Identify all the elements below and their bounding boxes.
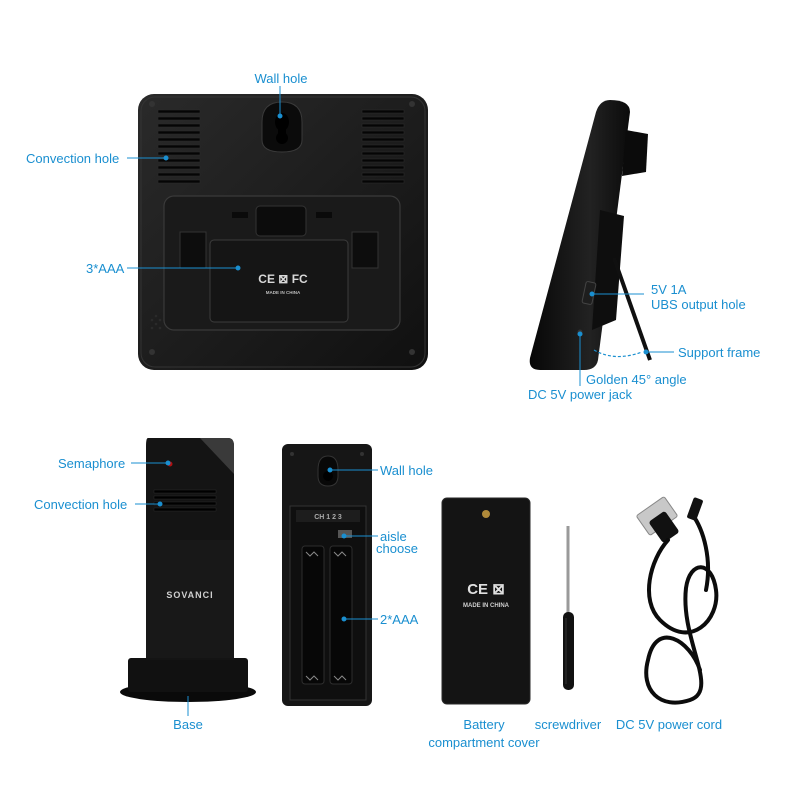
label-support-frame: Support frame [678, 345, 761, 360]
battery-slot-2 [329, 545, 353, 685]
sensor-top-accent [200, 438, 234, 474]
label-aisle-line1: aisle [380, 529, 407, 544]
support-frame-leg [612, 257, 652, 361]
battery-slot-1 [301, 545, 325, 685]
label-cover-line1: Battery [463, 717, 505, 732]
cover-screw-icon [482, 510, 490, 518]
speaker-dots [150, 314, 162, 330]
sensor-vent [153, 489, 217, 512]
screwdriver-handle [563, 612, 574, 690]
side-stand-hinge [592, 210, 624, 330]
label-wall-hole-bottom: Wall hole [380, 463, 433, 478]
main-unit-side [529, 100, 652, 370]
screw-icon [360, 452, 364, 456]
stand-latch [255, 205, 307, 237]
main-unit-back: CE ⊠ FC MADE IN CHINA [138, 94, 428, 370]
label-dc-jack: DC 5V power jack [528, 387, 633, 402]
stand-clip-right [351, 231, 379, 269]
sensor-lower-panel [146, 540, 234, 658]
label-3aaa: 3*AAA [86, 261, 125, 276]
dc-plug-icon [687, 497, 703, 521]
screw-icon [149, 101, 155, 107]
stand-clip-left [179, 231, 207, 269]
label-cover-line2: compartment cover [428, 735, 540, 750]
label-power-cord: DC 5V power cord [615, 717, 723, 732]
channel-switch-print: CH 1 2 3 [314, 514, 342, 521]
screw-icon [409, 349, 415, 355]
leader-lines [127, 86, 674, 716]
label-convection-hole-bottom: Convection hole [34, 497, 128, 512]
label-wall-hole-top: Wall hole [254, 71, 308, 86]
label-base: Base [173, 717, 203, 732]
battery-cover-main [209, 239, 349, 323]
label-golden-angle: Golden 45° angle [586, 372, 687, 387]
screwdriver-tool [563, 526, 574, 690]
battery-cover-body [441, 497, 531, 705]
screw-icon [290, 452, 294, 456]
made-in-china-cover: MADE IN CHINA [463, 603, 510, 609]
label-semaphore: Semaphore [58, 456, 126, 471]
battery-cover-loose: CE ⊠ MADE IN CHINA [441, 497, 531, 705]
cert-marks-cover: CE ⊠ [467, 581, 505, 598]
power-cord [636, 496, 719, 705]
screw-icon [409, 101, 415, 107]
battery-compartment [289, 505, 367, 701]
sensor-front: SOVANCI [120, 438, 256, 702]
convection-vent-left [157, 109, 201, 184]
label-output-line1: 5V 1A [651, 282, 687, 297]
cert-marks-main: CE ⊠ FC [258, 272, 308, 286]
wall-hole-main [261, 101, 303, 153]
convection-vent-right [361, 109, 405, 184]
label-output-line2: UBS output hole [651, 297, 746, 312]
label-2aaa: 2*AAA [380, 612, 419, 627]
sensor-back: CH 1 2 3 [282, 444, 372, 706]
side-upper-bump [622, 130, 648, 176]
screw-icon [149, 349, 155, 355]
label-aisle-line2: choose [376, 541, 418, 556]
label-screwdriver: screwdriver [534, 717, 602, 732]
made-in-china-main: MADE IN CHINA [266, 290, 301, 295]
brand-logo: SOVANCI [166, 590, 213, 600]
angle-arc [593, 349, 643, 358]
label-convection-hole-top: Convection hole [26, 151, 120, 166]
